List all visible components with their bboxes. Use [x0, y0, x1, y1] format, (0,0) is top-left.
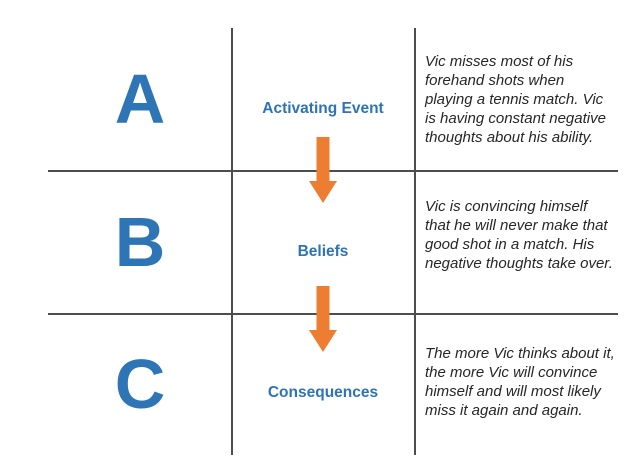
grid-vertical-line-1: [231, 28, 233, 455]
row-b-description: Vic is convincing himself that he will n…: [425, 198, 613, 272]
row-b-letter: B: [114, 203, 166, 281]
consequences-label: Consequences: [267, 384, 379, 401]
beliefs-label: Beliefs: [297, 243, 349, 260]
row-c-description: The more Vic thinks about it, the more V…: [425, 345, 615, 419]
down-arrow-icon: [309, 137, 337, 203]
down-arrow-shape: [309, 286, 337, 352]
grid-horizontal-line-2: [48, 313, 618, 315]
row-a-description: Vic misses most of his forehand shots wh…: [425, 53, 606, 146]
down-arrow-icon: [309, 286, 337, 352]
down-arrow-shape: [309, 137, 337, 203]
row-c-letter: C: [114, 345, 166, 423]
grid-horizontal-line-1: [48, 170, 618, 172]
grid-vertical-line-2: [414, 28, 416, 455]
row-a-letter: A: [114, 60, 166, 138]
activating-event-label: Activating Event: [262, 100, 384, 117]
